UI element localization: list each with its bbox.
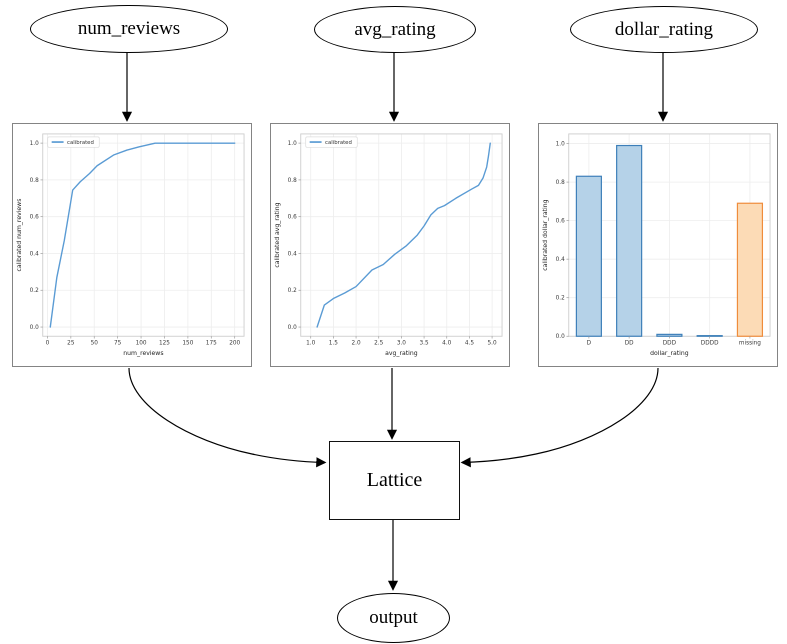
- svg-text:calibrated: calibrated: [67, 140, 94, 146]
- svg-text:0.8: 0.8: [556, 180, 565, 186]
- svg-text:0.4: 0.4: [30, 251, 39, 257]
- svg-text:0.2: 0.2: [556, 296, 565, 302]
- svg-text:DD: DD: [625, 341, 634, 347]
- svg-text:1.0: 1.0: [306, 341, 315, 347]
- svg-text:25: 25: [67, 341, 75, 347]
- svg-text:75: 75: [114, 341, 122, 347]
- svg-text:0.8: 0.8: [288, 178, 297, 184]
- svg-text:avg_rating: avg_rating: [385, 350, 418, 357]
- node-lattice-label: Lattice: [366, 469, 423, 491]
- svg-text:125: 125: [159, 341, 170, 347]
- svg-text:1.0: 1.0: [30, 141, 39, 147]
- svg-text:0.6: 0.6: [288, 215, 297, 221]
- svg-text:calibrated: calibrated: [325, 140, 352, 146]
- svg-text:DDDD: DDDD: [701, 341, 719, 347]
- node-num-reviews-label: num_reviews: [77, 18, 181, 39]
- svg-text:D: D: [587, 341, 592, 347]
- svg-text:calibrated num_reviews: calibrated num_reviews: [16, 199, 23, 272]
- svg-text:calibrated avg_rating: calibrated avg_rating: [274, 202, 281, 267]
- svg-text:3.5: 3.5: [419, 341, 428, 347]
- svg-text:2.5: 2.5: [374, 341, 383, 347]
- svg-text:0.8: 0.8: [30, 178, 39, 184]
- svg-text:1.0: 1.0: [556, 142, 565, 148]
- node-dollar-rating-label: dollar_rating: [614, 18, 714, 40]
- node-num-reviews: num_reviews: [30, 5, 228, 53]
- node-output-label: output: [369, 607, 418, 628]
- node-avg-rating: avg_rating: [314, 6, 476, 53]
- svg-text:0.6: 0.6: [556, 219, 565, 225]
- calibrator-plot-avg-rating: 1.0 1.5 2.0 2.5 3.0 3.5 4.0 4.5 5.0 0.0 0.2 0.4 0.6 0…: [270, 123, 510, 367]
- svg-text:0: 0: [46, 341, 50, 347]
- svg-text:4.0: 4.0: [442, 341, 451, 347]
- node-dollar-rating: dollar_rating: [570, 6, 758, 53]
- svg-text:1.5: 1.5: [329, 341, 338, 347]
- svg-text:0.4: 0.4: [556, 257, 565, 263]
- svg-text:0.0: 0.0: [556, 334, 565, 340]
- svg-text:175: 175: [206, 341, 217, 347]
- svg-text:0.0: 0.0: [288, 325, 297, 331]
- svg-text:2.0: 2.0: [351, 341, 360, 347]
- svg-text:0.2: 0.2: [288, 288, 297, 294]
- svg-text:200: 200: [229, 341, 240, 347]
- calibrator-plot-num-reviews: 0 25 50 75 100 125 150 175 200 0.0 0.2 0.4 0.6 0.8 1.0…: [12, 123, 252, 367]
- edge-calibrator3-to-lattice: [460, 367, 659, 468]
- svg-text:DDD: DDD: [663, 341, 677, 347]
- svg-text:50: 50: [91, 341, 99, 347]
- svg-text:1.0: 1.0: [288, 141, 297, 147]
- svg-text:0.2: 0.2: [30, 288, 39, 294]
- svg-text:0.6: 0.6: [30, 215, 39, 221]
- svg-text:0.4: 0.4: [288, 251, 297, 257]
- svg-text:150: 150: [182, 341, 193, 347]
- node-avg-rating-label: avg_rating: [354, 18, 436, 40]
- svg-text:dollar_rating: dollar_rating: [650, 350, 689, 357]
- svg-text:4.5: 4.5: [465, 341, 474, 347]
- node-lattice: Lattice: [329, 441, 460, 520]
- svg-text:calibrated dollar_rating: calibrated dollar_rating: [542, 199, 549, 270]
- svg-text:5.0: 5.0: [488, 341, 497, 347]
- svg-text:0.0: 0.0: [30, 325, 39, 331]
- node-output: output: [337, 593, 450, 643]
- svg-text:100: 100: [136, 341, 147, 347]
- svg-text:num_reviews: num_reviews: [123, 350, 163, 357]
- edge-calibrator1-to-lattice: [128, 367, 327, 468]
- svg-text:missing: missing: [739, 341, 761, 347]
- svg-text:3.0: 3.0: [397, 341, 406, 347]
